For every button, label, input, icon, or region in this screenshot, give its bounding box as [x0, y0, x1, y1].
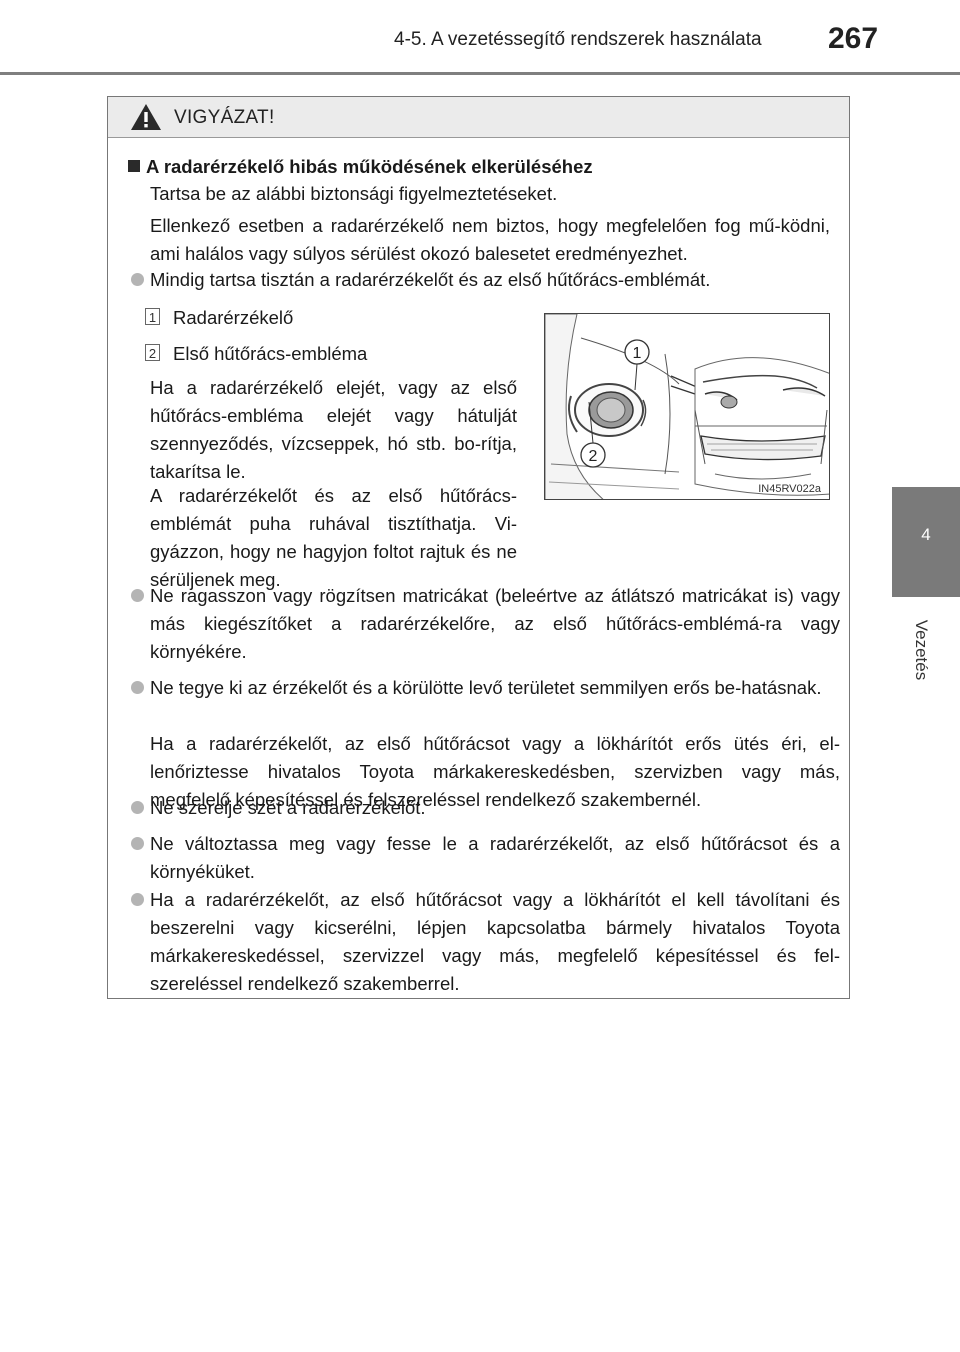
bullet-dot-icon: [131, 589, 144, 602]
bullet-dot-icon: [131, 837, 144, 850]
callout-2: 2: [589, 448, 598, 465]
intro-text-2: Ellenkező esetben a radarérzékelő nem bi…: [150, 215, 830, 264]
bullet-removal-service: Ha a radarérzékelőt, az első hűtőrácsot …: [150, 889, 840, 994]
bullet-keep-clean: Mindig tartsa tisztán a radarérzékelőt é…: [150, 269, 711, 290]
bullet-dot-icon: [131, 801, 144, 814]
chapter-label: Vezetés: [903, 600, 939, 700]
warning-title: A radarérzékelő hibás működésének elkerü…: [128, 156, 593, 178]
square-bullet-icon: [128, 160, 140, 172]
warning-label: VIGYÁZAT!: [174, 107, 275, 128]
cleaning-note-1: Ha a radarérzékelő elejét, vagy az első …: [150, 377, 517, 482]
item-radar-sensor: Radarérzékelő: [173, 307, 294, 328]
warning-title-text: A radarérzékelő hibás működésének elkerü…: [146, 156, 593, 177]
warning-header: VIGYÁZAT!: [108, 97, 849, 138]
chapter-tab: 4: [892, 487, 960, 597]
bullet-dot-icon: [131, 273, 144, 286]
car-front-illustration: 1 2: [545, 314, 829, 499]
bullet-no-modify: Ne változtassa meg vagy fesse le a radar…: [150, 833, 840, 882]
item-grille-emblem: Első hűtőrács-embléma: [173, 343, 368, 364]
bullet-impact-inspection: Ha a radarérzékelőt, az első hűtőrácsot …: [150, 733, 840, 810]
bullet-dot-icon: [131, 893, 144, 906]
header-divider: [0, 72, 960, 75]
figure-id: IN45RV022a: [758, 483, 821, 495]
callout-1: 1: [633, 345, 642, 362]
bullet-no-disassemble: Ne szerelje szét a radarérzékelőt.: [150, 797, 426, 818]
warning-triangle-icon: [131, 104, 161, 130]
page-number: 267: [828, 22, 879, 55]
cleaning-note-2: A radarérzékelőt és az első hűtőrács-emb…: [150, 485, 517, 590]
bullet-no-stickers: Ne ragasszon vagy rögzítsen matricákat (…: [150, 585, 840, 662]
chapter-name: Vezetés: [912, 619, 931, 681]
item-number-1: 1: [145, 308, 160, 325]
warning-box: VIGYÁZAT! A radarérzékelő hibás működésé…: [107, 96, 850, 999]
radar-sensor-figure: 1 2 IN45RV022a: [544, 313, 830, 500]
chapter-number: 4: [921, 525, 931, 544]
section-title: 4-5. A vezetéssegítő rendszerek használa…: [394, 29, 762, 50]
item-number-2: 2: [145, 344, 160, 361]
bullet-dot-icon: [131, 681, 144, 694]
intro-text-1: Tartsa be az alábbi biztonsági figyelmez…: [150, 183, 558, 204]
bullet-no-impact: Ne tegye ki az érzékelőt és a körülötte …: [150, 677, 822, 698]
